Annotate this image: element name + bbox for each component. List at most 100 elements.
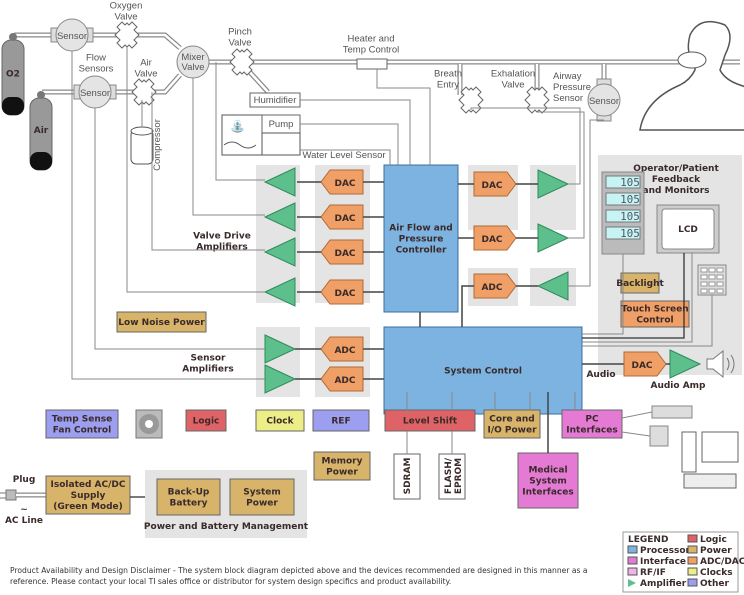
breath-entry-label-line: Breath: [434, 68, 462, 79]
pump[interactable]: Pump: [261, 114, 301, 134]
dac-out-1[interactable]: DAC: [473, 225, 517, 251]
adc-sensor-1[interactable]: ADC: [320, 366, 364, 392]
water-wave: [223, 141, 257, 149]
touch-screen-control-label-line: Control: [636, 315, 673, 325]
patient-outline: [639, 20, 744, 131]
connector-line: [621, 411, 653, 419]
compressor-top: [130, 126, 154, 136]
valve-amp-1: [263, 202, 296, 232]
valve-icon: [114, 21, 140, 49]
audio-amp-label-line: Audio Amp: [650, 381, 706, 391]
legend-swatch: [627, 556, 638, 565]
converter-label: ADC: [334, 376, 355, 386]
fan-icon: [135, 409, 163, 439]
system-control[interactable]: System Control: [383, 326, 583, 415]
level-shift[interactable]: Level Shift: [384, 409, 476, 432]
dac-audio[interactable]: DAC: [623, 351, 667, 377]
logic-block-shape: [185, 409, 227, 432]
dac-valve-1[interactable]: DAC: [320, 204, 364, 230]
plug-label: Plug: [13, 475, 36, 485]
humidifier[interactable]: Humidifier: [249, 92, 301, 108]
memory-power-label-line: Power: [326, 467, 358, 477]
sensor-amplifiers-label-line: Sensor: [191, 353, 227, 363]
connector-line: [215, 62, 265, 181]
sdram-shape: [393, 453, 421, 500]
seven-seg-display: [605, 226, 641, 240]
adc-sensor-0[interactable]: ADC: [320, 336, 364, 362]
air-valve: [131, 78, 157, 106]
legend-title: LEGEND: [628, 535, 668, 545]
pc-keyboard: [683, 473, 737, 489]
legend-item-label: Power: [700, 546, 732, 556]
dac-valve-3[interactable]: DAC: [320, 279, 364, 305]
connector-line: [300, 99, 411, 165]
legend-item-label: Other: [700, 579, 729, 589]
dac-valve-0[interactable]: DAC: [320, 169, 364, 195]
clock-block-label: Clock: [266, 416, 294, 426]
pump-label-line: Pump: [269, 119, 294, 130]
water-level-sensor-label: Water Level Sensor: [302, 150, 385, 161]
converter-label: DAC: [334, 249, 355, 259]
temp-sense-fan-control-shape: [45, 409, 119, 439]
valve-drive-amplifiers-label-line: Amplifiers: [196, 242, 248, 252]
keypad-key: [708, 274, 716, 280]
tank-base: [30, 152, 52, 170]
oxygen-tank: O2: [1, 33, 25, 116]
legend-swatch: [687, 567, 698, 576]
flash-shape: [438, 453, 466, 500]
logic-block[interactable]: Logic: [185, 409, 227, 432]
airway-pressure-sensor-label-line: Pressure: [553, 82, 591, 93]
level-shift-shape: [384, 409, 476, 432]
air-flow-pressure-controller-label-line: Pressure: [399, 234, 444, 244]
speaker-shape: [706, 349, 724, 379]
tank-label-line: Air: [34, 126, 49, 136]
converter-shape: [473, 171, 517, 197]
adc-in[interactable]: ADC: [473, 273, 517, 299]
system-power-label-line: System: [243, 487, 281, 497]
converter-label: ADC: [334, 346, 355, 356]
backup-battery-label-line: Battery: [170, 498, 208, 508]
connector-line: [582, 253, 685, 339]
converter-label-line: DAC: [631, 361, 652, 371]
faucet-icon: ⛲: [230, 119, 245, 133]
valve-amp-2: [263, 237, 296, 267]
dac-out-0[interactable]: DAC: [473, 171, 517, 197]
converter-shape: [473, 225, 517, 251]
backlight-shape: [620, 272, 660, 294]
ref-block[interactable]: REF: [312, 409, 370, 432]
sensor-icon: [587, 83, 621, 117]
seven-seg-value: 105: [620, 210, 640, 223]
low-noise-power-label-line: Low Noise Power: [118, 318, 205, 328]
clock-block[interactable]: Clock: [255, 409, 305, 432]
backlight[interactable]: Backlight: [616, 272, 664, 294]
logic-block-label-line: Logic: [193, 416, 220, 426]
low-noise-power[interactable]: Low Noise Power: [116, 311, 207, 333]
legend-swatch: [627, 567, 638, 576]
legend: LEGENDProcessorInterfaceRF/IFAmplifierLo…: [622, 531, 744, 593]
legend-item-label: Interface: [640, 557, 686, 567]
ac-line-label: AC Line: [5, 516, 43, 526]
dac-valve-2[interactable]: DAC: [320, 239, 364, 265]
keypad-key: [716, 288, 724, 294]
fan-hub: [145, 420, 153, 428]
connector-line: [94, 108, 265, 350]
flash-eprom: FLASH/EPROM: [438, 453, 466, 500]
